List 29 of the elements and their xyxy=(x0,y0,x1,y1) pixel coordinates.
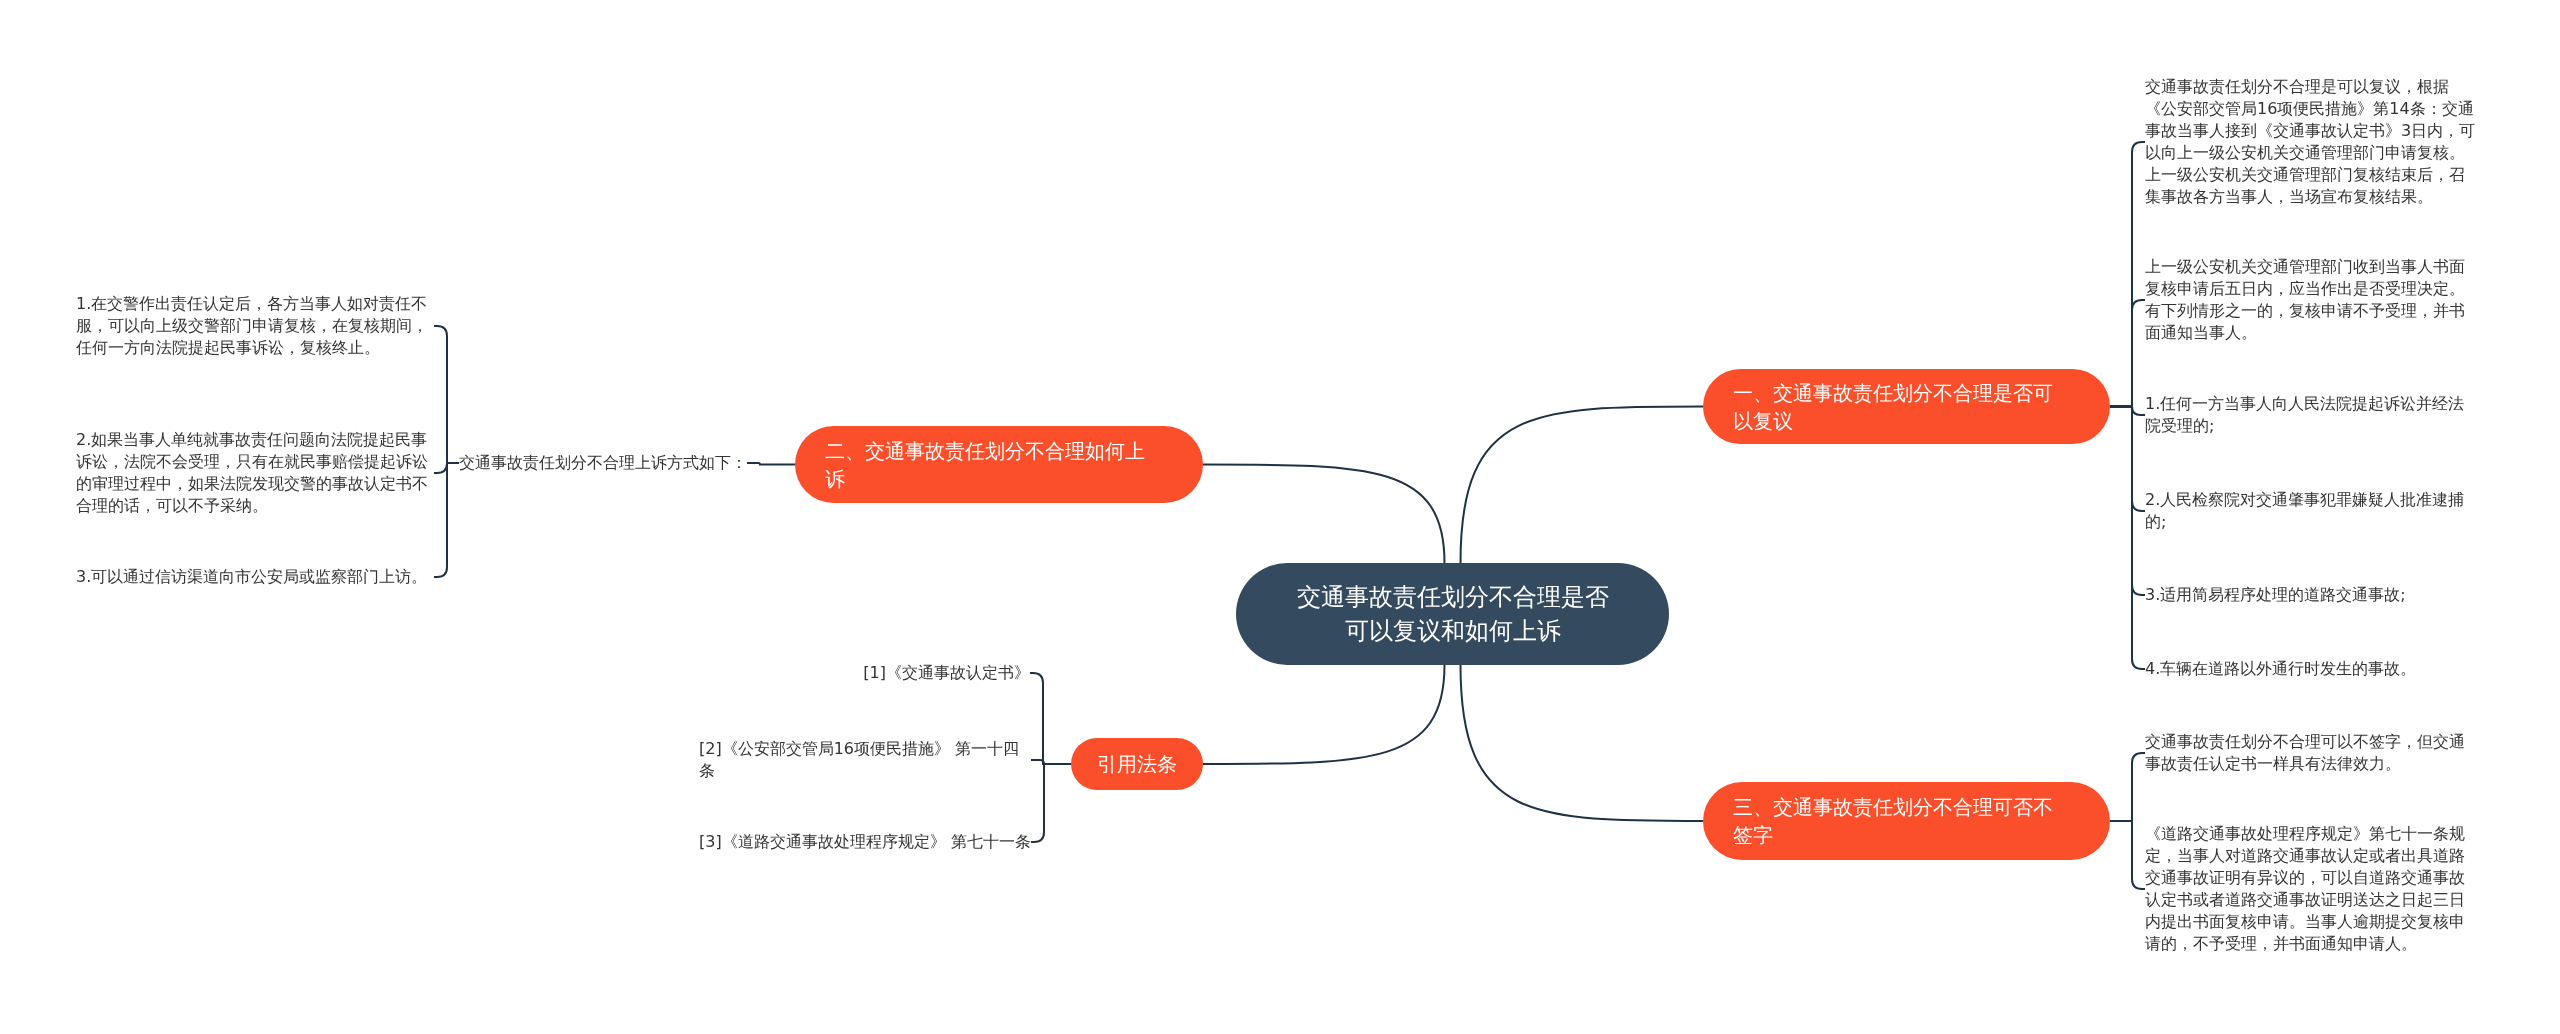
note-text: 1.任何一方当事人向人民法院提起诉讼并经法院受理的; xyxy=(2145,393,2479,437)
note-text: 2.如果当事人单纯就事故责任问题向法院提起民事诉讼，法院不会受理，只有在就民事赔偿提起诉讼的审理过程中，如果法院发现交警的事故认定书不合理的话，可以不予采纳。 xyxy=(76,429,434,517)
topic-pill: 二、交通事故责任划分不合理如何上诉 xyxy=(795,426,1203,503)
note-text: [2]《公安部交管局16项便民措施》 第一十四条 xyxy=(699,738,1031,782)
connector-line xyxy=(2109,820,2146,890)
topic-pill: 三、交通事故责任划分不合理可否不签字 xyxy=(1703,782,2110,860)
topic-pill: 引用法条 xyxy=(1071,738,1203,790)
note-text: 4.车辆在道路以外通行时发生的事故。 xyxy=(2145,658,2479,680)
connector-line xyxy=(433,462,460,578)
connector-line xyxy=(1202,664,1446,765)
topic-pill: 一、交通事故责任划分不合理是否可以复议 xyxy=(1703,369,2110,444)
connector-line xyxy=(1030,763,1072,843)
note-text: 3.适用简易程序处理的道路交通事故; xyxy=(2145,584,2479,606)
connector-line xyxy=(1202,463,1446,564)
note-text: 交通事故责任划分不合理上诉方式如下： xyxy=(459,452,747,474)
note-text: 1.在交警作出责任认定后，各方当事人如对责任不服，可以向上级交警部门申请复核，在复核期间，任何一方向法院提起民事诉讼，复核终止。 xyxy=(76,293,434,359)
note-text: [1]《交通事故认定书》 xyxy=(863,662,1030,684)
note-text: 3.可以通过信访渠道向市公安局或监察部门上访。 xyxy=(76,566,434,588)
connector-line xyxy=(1459,664,1704,822)
note-text: 2.人民检察院对交通肇事犯罪嫌疑人批准逮捕的; xyxy=(2145,489,2479,533)
connector-line xyxy=(2109,405,2146,670)
note-text: [3]《道路交通事故处理程序规定》 第七十一条 xyxy=(699,831,1031,853)
connector-line xyxy=(746,462,796,466)
note-text: 《道路交通事故处理程序规定》第七十一条规定，当事人对道路交通事故认定或者出具道路交通事故证明有异议的，可以自道路交通事故认定书或者道路交通事故证明送达之日起三日内提出书面复核申请。当事人逾期提交复核申请的，不予受理，并书面通知申请人。 xyxy=(2145,823,2479,955)
connector-line xyxy=(1459,405,1704,564)
note-text: 交通事故责任划分不合理是可以复议，根据《公安部交管局16项便民措施》第14条：交通事故当事人接到《交通事故认定书》3日内，可以向上一级公安机关交通管理部门申请复核。上一级公安机关交通管理部门复核结束后，召集事故各方当事人，当场宣布复核结果。 xyxy=(2145,76,2479,208)
central-topic: 交通事故责任划分不合理是否可以复议和如何上诉 xyxy=(1236,563,1669,665)
note-text: 交通事故责任划分不合理可以不签字，但交通事故责任认定书一样具有法律效力。 xyxy=(2145,731,2479,775)
note-text: 上一级公安机关交通管理部门收到当事人书面复核申请后五日内，应当作出是否受理决定。有下列情形之一的，复核申请不予受理，并书面通知当事人。 xyxy=(2145,256,2479,344)
